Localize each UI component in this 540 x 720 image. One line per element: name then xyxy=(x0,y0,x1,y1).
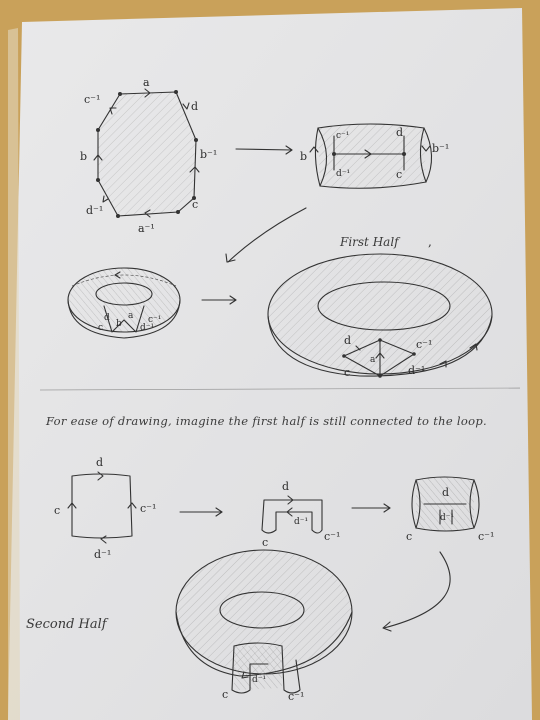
title-mark: , xyxy=(428,235,432,249)
large-torus-label-c: c xyxy=(344,366,350,379)
second-half-title: Second Half xyxy=(26,617,109,632)
cyl1-label-b: b xyxy=(300,150,307,163)
square-label-d: d xyxy=(96,456,103,469)
arrow-octagon-to-cylinder xyxy=(235,148,293,151)
bracket-label-d: d xyxy=(282,480,289,493)
large-torus-label-d: d xyxy=(344,334,351,347)
octagon-label-c-inverse: c⁻¹ xyxy=(84,93,100,106)
bracket-label-d-inverse: d⁻¹ xyxy=(294,517,308,527)
small-torus-label-d-inverse: d⁻¹ xyxy=(140,323,154,333)
cyl2-label-d: d xyxy=(442,486,449,499)
second-torus-label-d-inverse: d⁻¹ xyxy=(252,675,266,685)
arrow-cylinder-to-second-torus xyxy=(383,551,451,629)
second-torus-label-c: c xyxy=(222,688,228,701)
small-torus xyxy=(67,267,181,339)
second-torus-label-c-inverse: c⁻¹ xyxy=(288,690,304,703)
cyl1-label-c-inverse: c⁻¹ xyxy=(336,131,349,141)
octagon-label-b: b xyxy=(80,150,87,163)
large-torus-label-c-inverse: c⁻¹ xyxy=(416,338,432,351)
small-torus-label-b: b xyxy=(116,319,122,329)
octagon-label-a-inverse: a⁻¹ xyxy=(138,222,155,235)
small-torus-label-d: d xyxy=(104,313,110,323)
bracket-shape xyxy=(261,495,323,534)
square-label-c-inverse: c⁻¹ xyxy=(140,502,156,515)
small-torus-label-c-inverse: c⁻¹ xyxy=(148,315,161,325)
cyl1-label-c: c xyxy=(396,168,402,181)
first-half-title: First Half xyxy=(339,235,401,249)
small-torus-label-c: c xyxy=(98,323,103,333)
cyl2-label-c: c xyxy=(406,530,412,543)
cyl2-label-d-inverse: d⁻¹ xyxy=(440,513,454,523)
arrow-cylinder-to-torus xyxy=(227,207,307,263)
octagon-label-c: c xyxy=(192,198,198,211)
square-label-d-inverse: d⁻¹ xyxy=(94,548,111,561)
cyl1-label-b-inverse: b⁻¹ xyxy=(432,142,449,155)
bracket-label-c-inverse: c⁻¹ xyxy=(324,530,340,543)
octagon-label-a: a xyxy=(143,76,150,89)
handwritten-note: For ease of drawing, imagine the first h… xyxy=(46,414,487,428)
octagon-label-d: d xyxy=(191,100,198,113)
cyl1-label-d-inverse: d⁻¹ xyxy=(336,169,350,179)
octagon-label-b-inverse: b⁻¹ xyxy=(200,148,217,161)
first-cylinder xyxy=(309,123,433,189)
square-label-c: c xyxy=(54,504,60,517)
bracket-label-c: c xyxy=(262,536,268,549)
section-divider xyxy=(39,387,521,391)
paper-edge xyxy=(8,28,20,720)
octagon-polygon xyxy=(93,88,200,218)
second-cylinder xyxy=(411,476,480,532)
octagon-label-d-inverse: d⁻¹ xyxy=(86,204,103,217)
second-torus xyxy=(175,549,353,694)
large-torus-label-d-inverse: d⁻¹ xyxy=(408,364,425,377)
large-torus-label-a: a xyxy=(370,355,376,365)
cyl1-label-d: d xyxy=(396,126,403,139)
cyl2-label-c-inverse: c⁻¹ xyxy=(478,530,494,543)
small-torus-label-a: a xyxy=(128,311,134,321)
square-polygon xyxy=(67,471,137,544)
large-torus xyxy=(267,253,493,378)
